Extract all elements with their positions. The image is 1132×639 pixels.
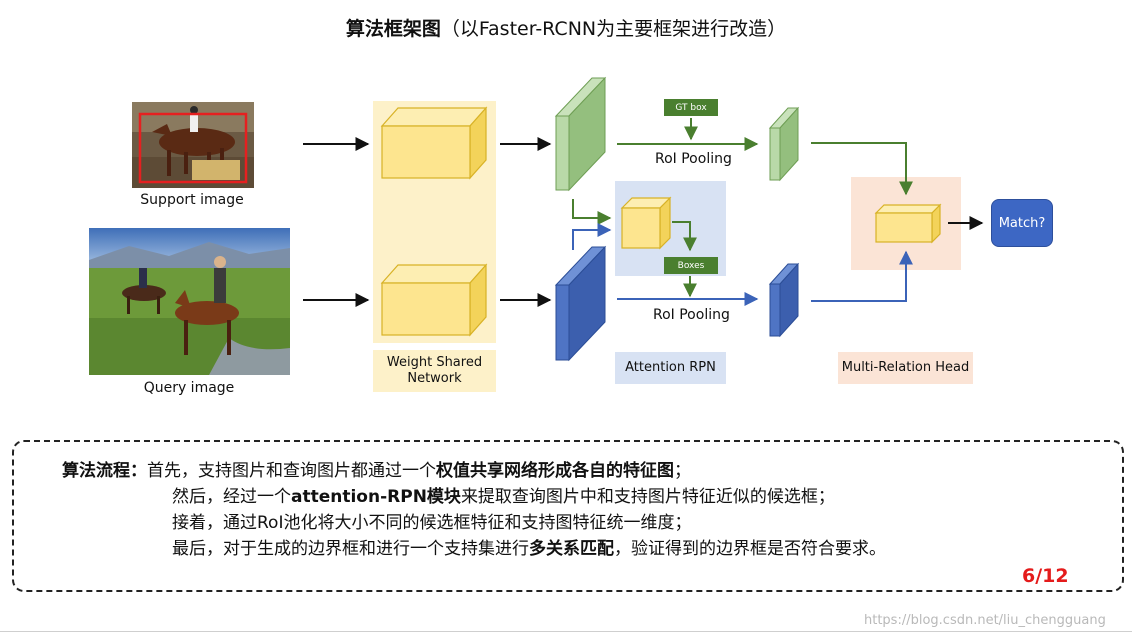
roi-pooling-bottom-label: RoI Pooling (653, 307, 730, 323)
query-to-attention-arrow (572, 223, 612, 250)
process-line-3: 接着，通过RoI池化将大小不同的候选框特征和支持图特征统一维度； (172, 513, 692, 533)
relation-head-cube (874, 203, 942, 244)
support-image-caption: Support image (140, 192, 244, 208)
support-feature-cube (380, 106, 488, 180)
query-to-head-arrow (811, 250, 913, 302)
boxes-chip: Boxes (664, 257, 718, 274)
attention-rpn-label: Attention RPN (615, 352, 726, 384)
title-bold: 算法框架图 (345, 18, 441, 40)
title-rest: （以Faster-RCNN为主要框架进行改造） (440, 18, 787, 40)
attention-to-boxes-arrow (672, 221, 697, 252)
process-line-4: 最后，对于生成的边界框和进行一个支持集进行多关系匹配，验证得到的边界框是否符合要… (172, 539, 886, 559)
page-title: 算法框架图（以Faster-RCNN为主要框架进行改造） (0, 14, 1132, 41)
weight-shared-line1: Weight Shared (386, 355, 483, 370)
process-line-1: 算法流程：首先，支持图片和查询图片都通过一个权值共享网络形成各自的特征图； (62, 461, 691, 481)
query-feature-cube (380, 263, 488, 337)
pooled-query-feature (768, 262, 800, 338)
pooled-support-feature (768, 106, 800, 182)
support-image (132, 102, 254, 188)
support-to-head-arrow (811, 142, 913, 196)
process-line-2: 然后，经过一个attention-RPN模块来提取查询图片中和支持图片特征近似的… (172, 487, 835, 507)
bottom-divider (0, 631, 1132, 632)
multi-relation-label: Multi-Relation Head (838, 352, 973, 384)
match-box: Match? (991, 199, 1053, 247)
query-image (89, 228, 290, 375)
support-feature-map (554, 76, 607, 192)
gt-box-chip: GT box (664, 99, 718, 116)
query-feature-map (554, 245, 607, 362)
support-to-attention-arrow (572, 199, 612, 225)
attention-cube (620, 196, 672, 250)
query-image-caption: Query image (143, 380, 235, 396)
diagram-canvas (303, 76, 984, 362)
process-box (12, 440, 1124, 592)
watermark: https://blog.csdn.net/liu_chengguang (864, 613, 1106, 628)
weight-shared-line2: Network (407, 371, 462, 386)
roi-pooling-top-label: RoI Pooling (655, 151, 732, 167)
page-number: 6/12 (1022, 565, 1069, 587)
process-label: 算法流程： (62, 461, 147, 481)
